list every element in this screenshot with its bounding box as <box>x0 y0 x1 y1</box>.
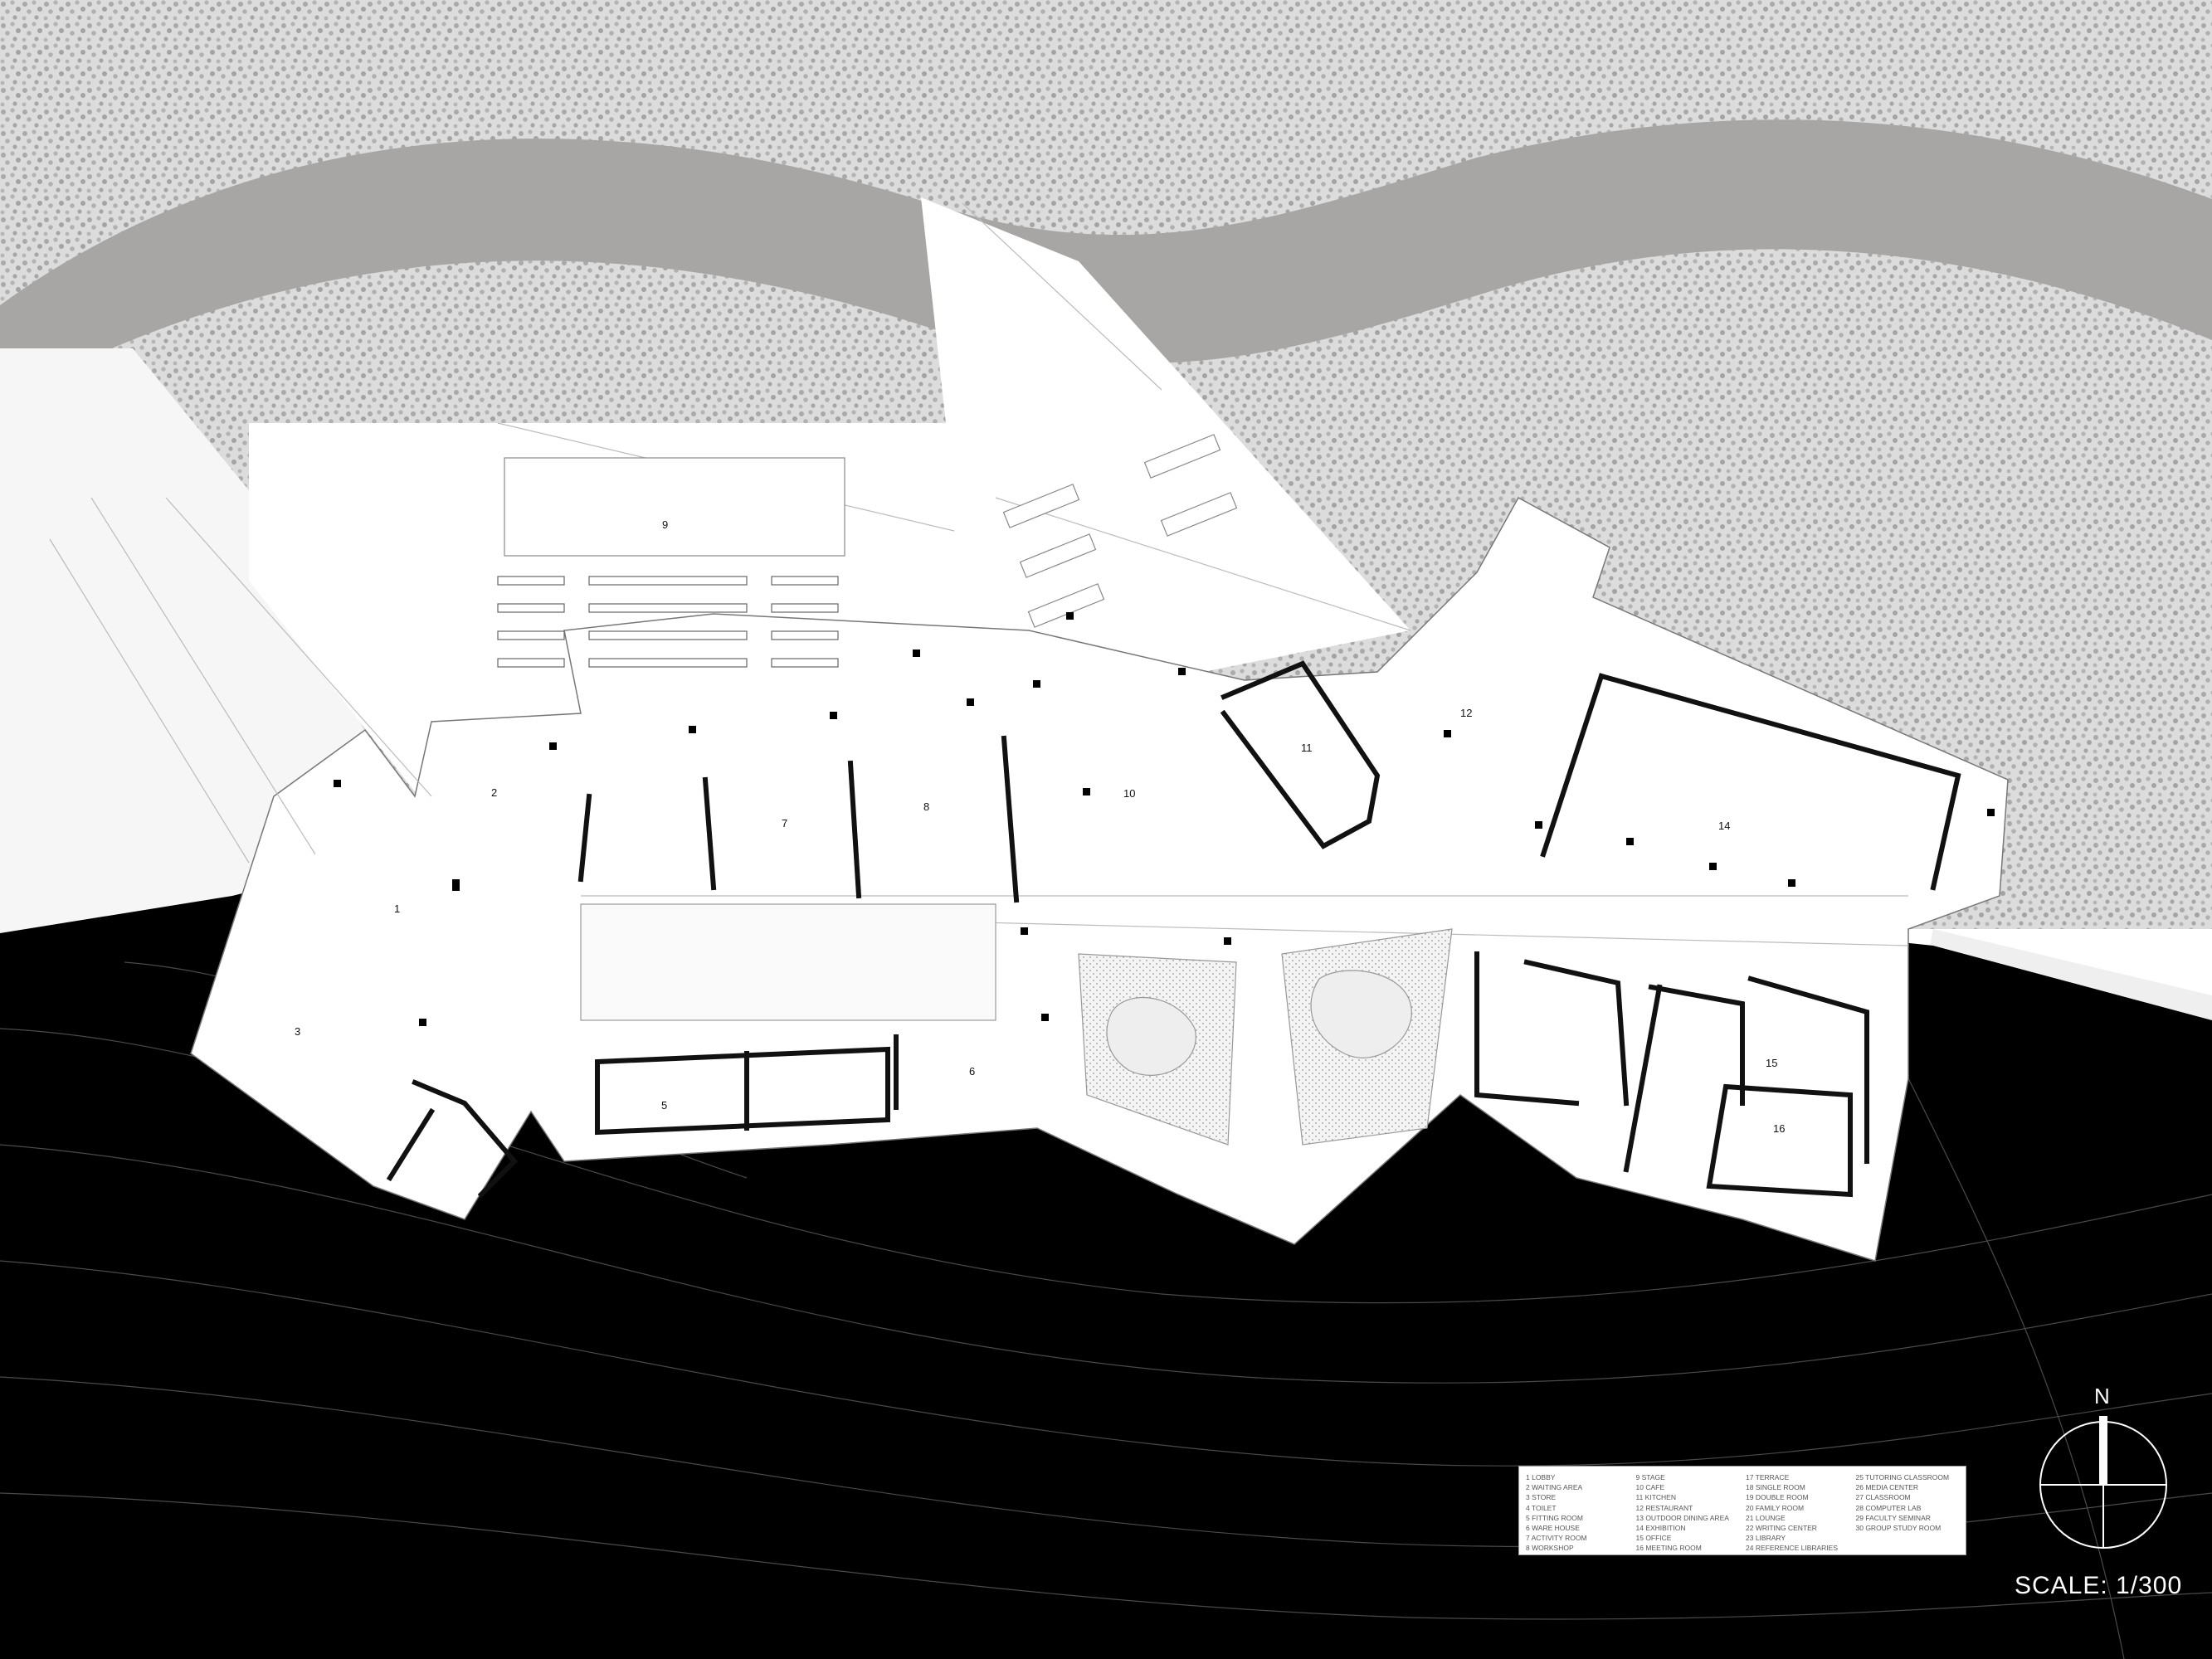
legend-item: 3 STORE <box>1526 1493 1557 1502</box>
legend-item: 26 MEDIA CENTER <box>1855 1483 1919 1492</box>
legend-item: 24 REFERENCE LIBRARIES <box>1746 1544 1839 1553</box>
stage-seating <box>497 576 839 668</box>
room-label-12: 12 <box>1460 707 1472 719</box>
legend-item: 19 DOUBLE ROOM <box>1746 1493 1809 1502</box>
legend-item: 29 FACULTY SEMINAR <box>1855 1513 1931 1522</box>
room-label-7: 7 <box>782 817 787 830</box>
legend-item: 20 FAMILY ROOM <box>1746 1503 1805 1512</box>
legend-item: 9 STAGE <box>1635 1473 1665 1481</box>
room-label-1: 1 <box>394 902 400 915</box>
north-arrow <box>2039 1416 2167 1549</box>
legend-item: 6 WARE HOUSE <box>1526 1524 1580 1533</box>
scale-label: SCALE: 1/300 <box>2015 1572 2183 1599</box>
legend-item: 10 CAFE <box>1635 1483 1665 1492</box>
legend-item: 7 ACTIVITY ROOM <box>1526 1534 1587 1543</box>
room-label-9: 9 <box>662 518 668 531</box>
room-label-5: 5 <box>661 1099 667 1112</box>
legend-item: 12 RESTAURANT <box>1635 1503 1693 1512</box>
legend-item: 18 SINGLE ROOM <box>1746 1483 1805 1492</box>
legend-item: 21 LOUNGE <box>1746 1513 1786 1522</box>
legend-column-1: 1 LOBBY 2 WAITING AREA 3 STORE 4 TOILET … <box>1526 1472 1630 1552</box>
legend-item: 13 OUTDOOR DINING AREA <box>1635 1513 1729 1522</box>
legend-item: 15 OFFICE <box>1635 1534 1672 1543</box>
room-label-11: 11 <box>1301 742 1313 754</box>
legend-item: 1 LOBBY <box>1526 1473 1556 1481</box>
legend-item: 30 GROUP STUDY ROOM <box>1855 1524 1942 1533</box>
outdoor-tables <box>1002 434 1238 628</box>
legend-item: 27 CLASSROOM <box>1855 1493 1911 1502</box>
legend-item: 16 MEETING ROOM <box>1635 1544 1702 1553</box>
legend-item: 8 WORKSHOP <box>1526 1544 1574 1553</box>
river <box>0 119 2212 402</box>
legend-box: 1 LOBBY 2 WAITING AREA 3 STORE 4 TOILET … <box>1518 1466 1966 1555</box>
room-label-2: 2 <box>491 786 497 799</box>
room-label-6: 6 <box>969 1065 975 1078</box>
legend-item: 28 COMPUTER LAB <box>1855 1503 1922 1512</box>
room-label-16: 16 <box>1773 1122 1785 1135</box>
legend-item: 4 TOILET <box>1526 1503 1557 1512</box>
walls <box>386 660 1961 1199</box>
legend-column-4: 25 TUTORING CLASSROOM 26 MEDIA CENTER 27… <box>1856 1472 1960 1549</box>
building-footprint <box>190 496 2009 1262</box>
legend-item: 22 WRITING CENTER <box>1746 1524 1817 1533</box>
legend-item: 14 EXHIBITION <box>1635 1524 1686 1533</box>
legend-item: 25 TUTORING CLASSROOM <box>1855 1473 1950 1481</box>
structural-columns <box>334 612 1995 1026</box>
legend-column-3: 17 TERRACE 18 SINGLE ROOM 19 DOUBLE ROOM… <box>1746 1472 1849 1552</box>
room-labels: 1 2 3 5 6 7 8 9 10 11 12 14 15 16 <box>295 518 1785 1135</box>
room-label-10: 10 <box>1123 787 1135 800</box>
legend-item: 5 FITTING ROOM <box>1526 1513 1583 1522</box>
north-label: N <box>2094 1384 2110 1408</box>
legend-item: 2 WAITING AREA <box>1526 1483 1583 1492</box>
room-label-8: 8 <box>923 800 929 813</box>
thin-linework <box>49 202 1909 1021</box>
legend-column-2: 9 STAGE 10 CAFE 11 KITCHEN 12 RESTAURANT… <box>1635 1472 1740 1552</box>
exhibition-courtyards <box>1078 928 1453 1146</box>
legend-item: 23 LIBRARY <box>1746 1534 1786 1543</box>
room-label-3: 3 <box>295 1025 300 1038</box>
room-label-15: 15 <box>1766 1057 1777 1069</box>
legend-item: 17 TERRACE <box>1746 1473 1790 1481</box>
legend-item: 11 KITCHEN <box>1635 1493 1677 1502</box>
room-label-14: 14 <box>1718 820 1730 832</box>
